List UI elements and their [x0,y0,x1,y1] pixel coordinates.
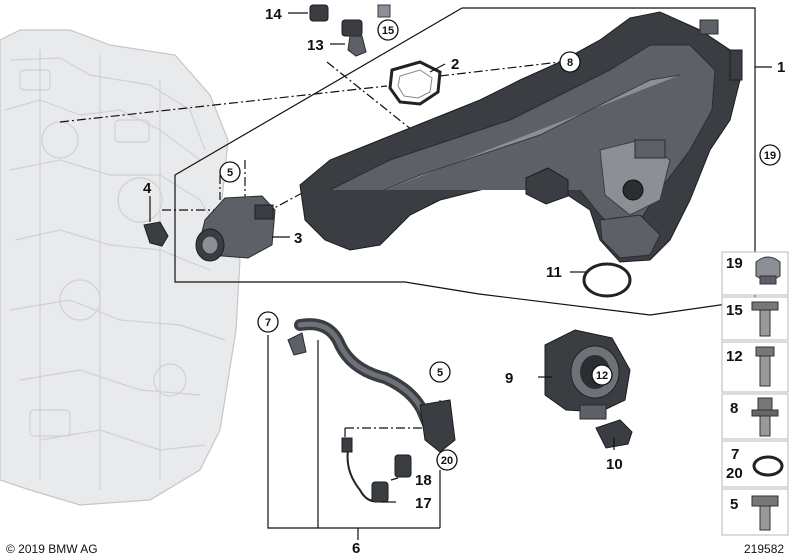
callout-10: 10 [606,456,623,473]
hex-screw-icon [751,495,779,531]
circled-callout-7: 7 [257,311,279,333]
gasket [388,60,442,106]
diagram-code: 219582 [744,542,784,556]
panel-label-5: 5 [730,496,738,513]
svg-text:12: 12 [596,370,608,382]
ring-icon [752,455,784,477]
circled-callouts: 15 8 5 19 7 5 12 20 [219,19,781,471]
stud-icon [751,397,779,437]
panel-label-7: 7 [731,446,739,463]
screw-icon [755,346,775,387]
circled-callout-8: 8 [559,51,581,73]
circled-callout-19: 19 [759,144,781,166]
bolt-icon [751,301,779,337]
small-parts-panel: 19 15 12 8 7 20 5 [721,251,789,536]
circled-callout-15: 15 [377,19,399,41]
engine-block [0,29,241,506]
egr-pipe [287,318,456,453]
sensor-block [525,167,569,205]
pressure-sensor [309,4,391,57]
svg-text:8: 8 [567,57,573,69]
circled-callout-5-lower: 5 [429,361,451,383]
assembly-frame [174,7,772,316]
actuator [195,195,276,262]
callout-1: 1 [777,59,785,76]
svg-text:7: 7 [265,317,271,329]
leader-lines [149,12,615,540]
callout-17: 17 [415,495,432,512]
svg-text:20: 20 [441,455,453,467]
svg-text:5: 5 [437,367,443,379]
svg-text:5: 5 [227,167,233,179]
seal-ring [582,262,632,298]
callout-6: 6 [352,540,360,557]
callout-3: 3 [294,230,302,247]
circled-callout-20: 20 [436,449,458,471]
callout-14: 14 [265,6,282,23]
clamp-icon [755,256,781,285]
throttle-body [544,329,631,420]
callout-4: 4 [143,180,152,197]
exhaust-sensors [341,437,412,503]
clip [143,221,169,247]
callout-18: 18 [415,472,432,489]
panel-label-19: 19 [726,255,743,272]
callout-numbers: 1 2 3 4 6 9 10 11 13 14 17 18 [143,6,785,557]
svg-text:19: 19 [764,150,776,162]
small-sensor [595,419,633,449]
circled-callout-5-upper: 5 [219,161,241,183]
callout-9: 9 [505,370,513,387]
callout-13: 13 [307,37,324,54]
callout-11: 11 [546,264,562,281]
copyright-text: © 2019 BMW AG [6,542,98,556]
callout-2: 2 [451,56,459,73]
panel-label-12: 12 [726,348,743,365]
intake-manifold [299,11,743,263]
circled-callout-12: 12 [591,364,613,386]
panel-label-20: 20 [726,465,743,482]
panel-label-8: 8 [730,400,738,417]
svg-text:15: 15 [382,25,394,37]
panel-label-15: 15 [726,302,743,319]
